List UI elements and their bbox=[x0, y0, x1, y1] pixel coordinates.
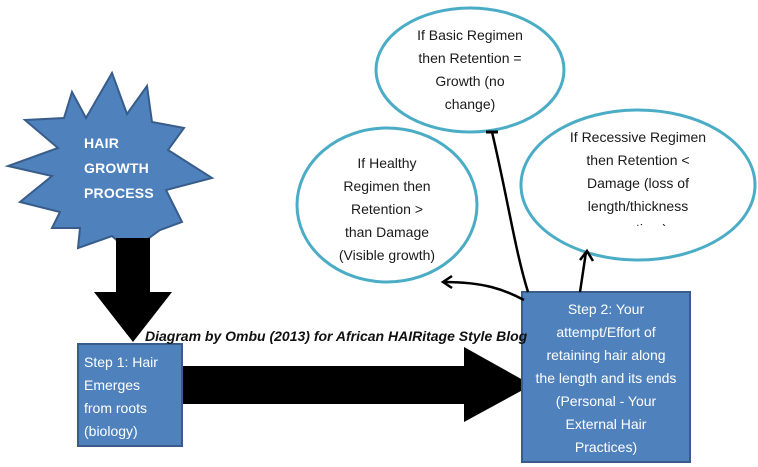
recessive-regimen-ellipse bbox=[519, 108, 757, 262]
step2-box bbox=[521, 291, 691, 463]
connector-to-recessive bbox=[578, 251, 588, 293]
recessive-arrowhead bbox=[579, 248, 595, 262]
down-arrow bbox=[94, 238, 172, 342]
connector-to-healthy bbox=[443, 280, 525, 302]
diagram-credit: Diagram by Ombu (2013) for African HAIRi… bbox=[145, 328, 528, 344]
healthy-regimen-text: If Healthy Regimen then Retention > than… bbox=[338, 155, 436, 263]
recessive-regimen-text: If Recessive Regimen then Retention < Da… bbox=[569, 129, 707, 226]
step1-text: Step 1: Hair Emerges from roots (biology… bbox=[84, 354, 158, 439]
right-arrow bbox=[182, 347, 532, 422]
step1-box bbox=[77, 343, 183, 447]
connector-to-basic bbox=[490, 131, 530, 293]
basic-regimen-text: If Basic Regimen then Retention = Growth… bbox=[417, 27, 523, 112]
basic-regimen-ellipse bbox=[374, 6, 566, 134]
star-label: HAIR GROWTH PROCESS bbox=[84, 135, 154, 201]
healthy-arrowhead bbox=[440, 274, 453, 290]
healthy-regimen-ellipse bbox=[295, 126, 479, 284]
step2-text: Step 2: Your attempt/Effort of retaining… bbox=[535, 301, 677, 455]
